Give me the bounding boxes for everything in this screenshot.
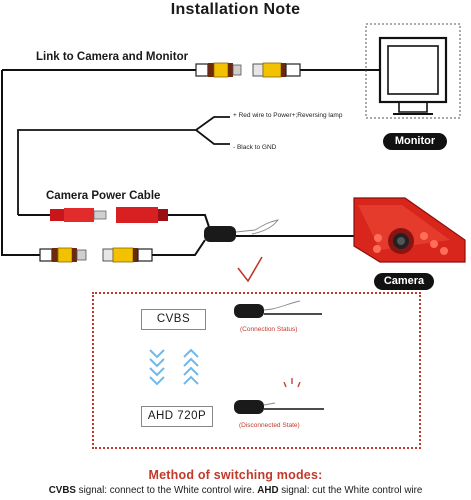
switch-down-arrows-icon <box>149 349 165 386</box>
arrow-down-icon <box>237 256 263 283</box>
cvbs-mode-label: CVBS <box>141 309 206 330</box>
method-description: CVBS signal: connect to the White contro… <box>0 485 471 496</box>
ahd-term: AHD <box>257 485 279 496</box>
mode-switch-panel <box>92 292 421 449</box>
video-cable-to-monitor <box>300 69 386 82</box>
video-cable-to-junction <box>152 239 206 256</box>
rca-connector-male-bottom <box>102 247 153 263</box>
rca-connector-female-bottom <box>39 247 87 263</box>
power-connector-male <box>50 208 107 222</box>
connection-status-label: (Connection Status) <box>240 326 298 333</box>
rca-connector-male-top <box>252 62 301 78</box>
cvbs-instruction: signal: connect to the White control wir… <box>75 485 258 496</box>
camera-icon <box>353 197 466 263</box>
monitor-badge: Monitor <box>383 133 447 150</box>
ahd-instruction: signal: cut the White control wire <box>278 485 423 496</box>
link-label: Link to Camera and Monitor <box>36 51 189 63</box>
red-wire-label: + Red wire to Power+;Reversing lamp <box>233 112 343 119</box>
video-cable-top <box>1 70 40 256</box>
power-cable-label: Camera Power Cable <box>46 190 161 202</box>
ground-wire <box>195 129 230 145</box>
cvbs-term: CVBS <box>48 485 76 496</box>
power-cable-to-junction <box>168 214 211 231</box>
rca-connector-female-top <box>195 62 242 78</box>
method-heading: Method of switching modes: <box>148 468 323 482</box>
disconnected-junction-icon <box>234 378 324 414</box>
black-wire-label: - Black to GND <box>233 144 277 151</box>
connected-junction-icon <box>234 300 322 318</box>
camera-badge: Camera <box>374 273 434 290</box>
junction-box <box>204 219 280 242</box>
power-connector-female <box>116 207 168 223</box>
disconnected-state-label: (Disconnected State) <box>239 422 300 429</box>
switch-up-arrows-icon <box>183 348 199 385</box>
page-title: Installation Note <box>170 1 301 18</box>
monitor-icon <box>365 23 461 119</box>
ahd-mode-label: AHD 720P <box>141 406 213 427</box>
